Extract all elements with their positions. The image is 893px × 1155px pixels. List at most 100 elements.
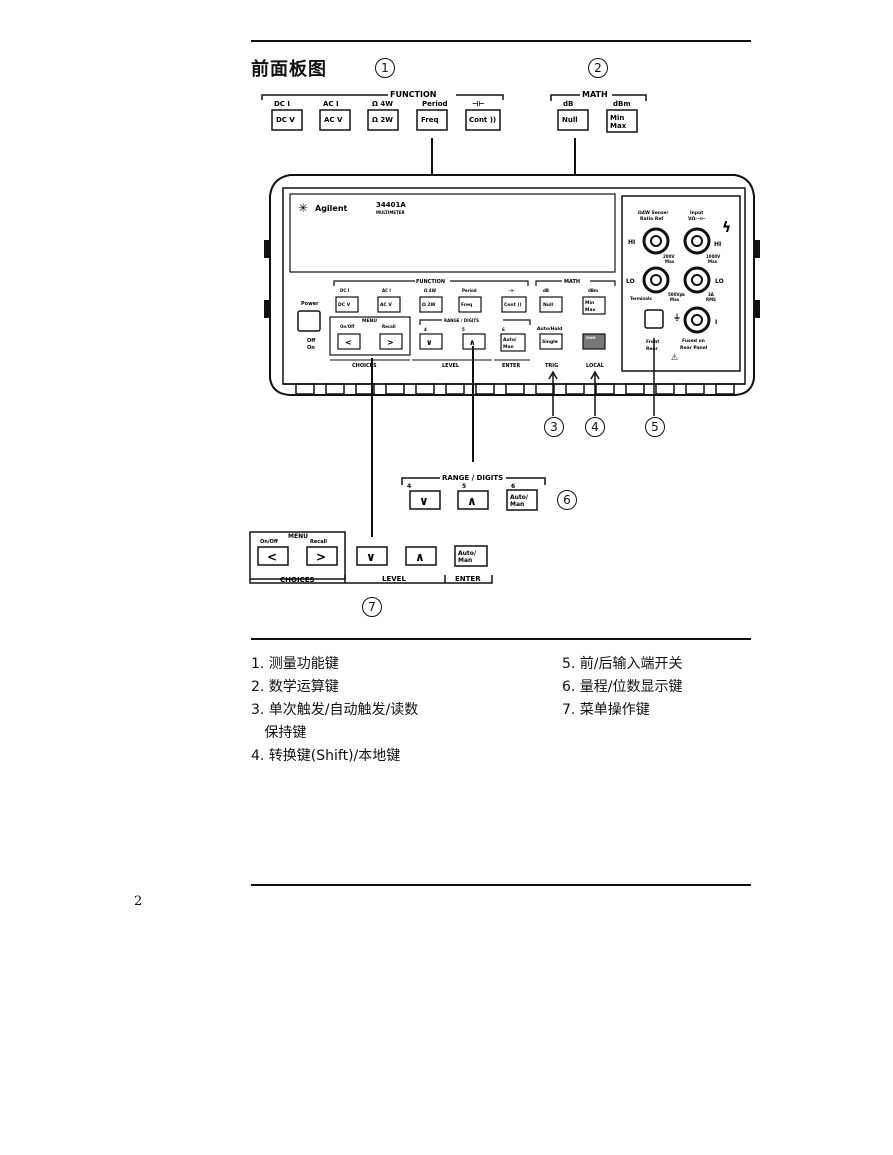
- panel-shift-key-label: Shift: [586, 336, 596, 340]
- fused-label: Fused on: [682, 338, 705, 344]
- panel-acv-key[interactable]: [377, 296, 401, 313]
- math-shift-dbm: dBm: [613, 100, 631, 108]
- cont-key[interactable]: [465, 109, 501, 131]
- legend-item-3-cont: 保持键: [251, 725, 307, 741]
- terminals-button[interactable]: [644, 309, 664, 329]
- sense-hi-jack[interactable]: [642, 227, 670, 255]
- acv-key-label: AC V: [324, 116, 343, 124]
- panel-automan-key-auto: Auto/: [503, 337, 517, 343]
- panel-left-key-label: <: [345, 338, 352, 347]
- terminals-label: Terminals: [630, 296, 652, 301]
- power-off-label: Off: [307, 338, 316, 344]
- panel-dcv-key[interactable]: [335, 296, 359, 313]
- panel-auto-hold: Auto/Hold: [537, 326, 562, 332]
- amp-rms-label: RMS: [706, 297, 716, 302]
- fn-shift-dci: DC I: [274, 100, 290, 108]
- v200-max-label: Max: [665, 259, 675, 264]
- input-hi-jack[interactable]: [683, 227, 711, 255]
- v1000-label: 1000V: [706, 254, 721, 259]
- panel-minmax-key-max: Max: [585, 307, 596, 313]
- panel-minmax-key-min: Min: [585, 300, 594, 306]
- menu-automan-key[interactable]: [454, 545, 488, 567]
- cont-key-label: Cont )): [469, 116, 496, 124]
- range-down-key[interactable]: [409, 490, 441, 510]
- panel-single-key[interactable]: [539, 333, 563, 350]
- legend-item-3: 3. 单次触发/自动触发/读数: [251, 702, 419, 718]
- panel-ohm2w-key[interactable]: [419, 296, 443, 313]
- panel-automan-key-man: Man: [503, 344, 514, 350]
- panel-digit-5: 5: [462, 327, 465, 332]
- range-down-key-label: ∨: [419, 494, 429, 508]
- range-digit-5: 5: [462, 483, 466, 490]
- acv-key[interactable]: [319, 109, 351, 131]
- legend-item-1: 1. 测量功能键: [251, 656, 339, 672]
- null-key-label: Null: [562, 116, 578, 124]
- panel-freq-key-label: Freq: [461, 302, 472, 308]
- power-button[interactable]: [297, 310, 321, 332]
- menu-left-key-label: <: [267, 550, 277, 564]
- null-key[interactable]: [557, 109, 589, 131]
- local-arrow: [590, 370, 600, 416]
- freq-key[interactable]: [416, 109, 448, 131]
- panel-fn-shift-3: Period: [462, 288, 477, 293]
- v500pk-label: 500Vpk: [668, 292, 685, 297]
- range-automan-key[interactable]: [506, 489, 538, 511]
- menu-level-label: LEVEL: [382, 575, 406, 583]
- input-lo-jack[interactable]: [683, 266, 711, 294]
- sense-lo-jack[interactable]: [642, 266, 670, 294]
- menu-left-key[interactable]: [257, 546, 289, 566]
- v200-label: 200V: [663, 254, 675, 259]
- menu-up-key[interactable]: [405, 546, 437, 566]
- rear-label: Rear: [646, 346, 659, 352]
- panel-cont-key[interactable]: [501, 296, 527, 313]
- minmax-key[interactable]: [606, 109, 638, 133]
- panel-math-shift-0: dB: [543, 288, 549, 293]
- menu-automan-auto: Auto/: [458, 550, 477, 557]
- menu-right-key[interactable]: [306, 546, 338, 566]
- panel-right-key[interactable]: [379, 333, 403, 350]
- fn-shift-aci: AC I: [323, 100, 339, 108]
- middle-rule: [251, 638, 751, 640]
- range-key-group: RANGE / DIGITS 4 5 6 ∨ ∧ Auto/ Man: [401, 474, 546, 511]
- panel-shift-key[interactable]: [582, 333, 606, 350]
- panel-function-label: FUNCTION: [416, 279, 445, 285]
- panel-automan-key[interactable]: [500, 333, 526, 352]
- power-on-label: On: [307, 345, 315, 351]
- math-key-group: MATH dB dBm Null Min Max: [550, 90, 647, 133]
- panel-trig-label: TRIG: [545, 363, 558, 369]
- menu-key-group: MENU On/Off Recall < > ∨ ∧ Auto/ Man CHO…: [249, 531, 493, 584]
- fn-shift-diode: ⊣⊢: [472, 100, 485, 108]
- panel-menu-onoff: On/Off: [340, 324, 355, 329]
- fn-shift-period: Period: [422, 100, 448, 108]
- front-label: Front: [646, 339, 660, 345]
- panel-freq-key[interactable]: [458, 296, 482, 313]
- minmax-key-label-min: Min: [610, 114, 624, 122]
- range-up-key[interactable]: [457, 490, 489, 510]
- callout-4: 4: [585, 417, 605, 437]
- panel-null-key[interactable]: [539, 296, 563, 313]
- panel-left-key[interactable]: [337, 333, 361, 350]
- panel-range-label: RANGE / DIGITS: [444, 318, 479, 323]
- i-label: I: [715, 319, 717, 326]
- panel-choices-label: CHOICES: [352, 363, 377, 369]
- menu-recall-label: Recall: [310, 539, 327, 545]
- range-up-key-label: ∧: [467, 494, 477, 508]
- legend-left: 1. 测量功能键 2. 数学运算键 3. 单次触发/自动触发/读数 保持键 4.…: [251, 653, 418, 768]
- ohm2w-key[interactable]: [367, 109, 399, 131]
- panel-down-key-label: ∨: [426, 338, 433, 347]
- top-rule: [251, 40, 751, 42]
- menu-group-label: MENU: [288, 533, 308, 540]
- panel-right-key-label: >: [387, 338, 394, 347]
- page-title: 前面板图: [251, 59, 327, 80]
- menu-up-key-label: ∧: [415, 550, 425, 564]
- panel-ohm2w-key-label: Ω 2W: [422, 302, 436, 308]
- panel-down-key[interactable]: [419, 333, 443, 350]
- dcv-key[interactable]: [271, 109, 303, 131]
- current-jack[interactable]: [683, 306, 711, 334]
- menu-down-key[interactable]: [356, 546, 388, 566]
- panel-up-key-label: ∧: [469, 338, 476, 347]
- callout-2: 2: [588, 58, 608, 78]
- panel-level-label: LEVEL: [442, 363, 460, 369]
- panel-minmax-key[interactable]: [582, 296, 606, 315]
- freq-key-label: Freq: [421, 116, 439, 124]
